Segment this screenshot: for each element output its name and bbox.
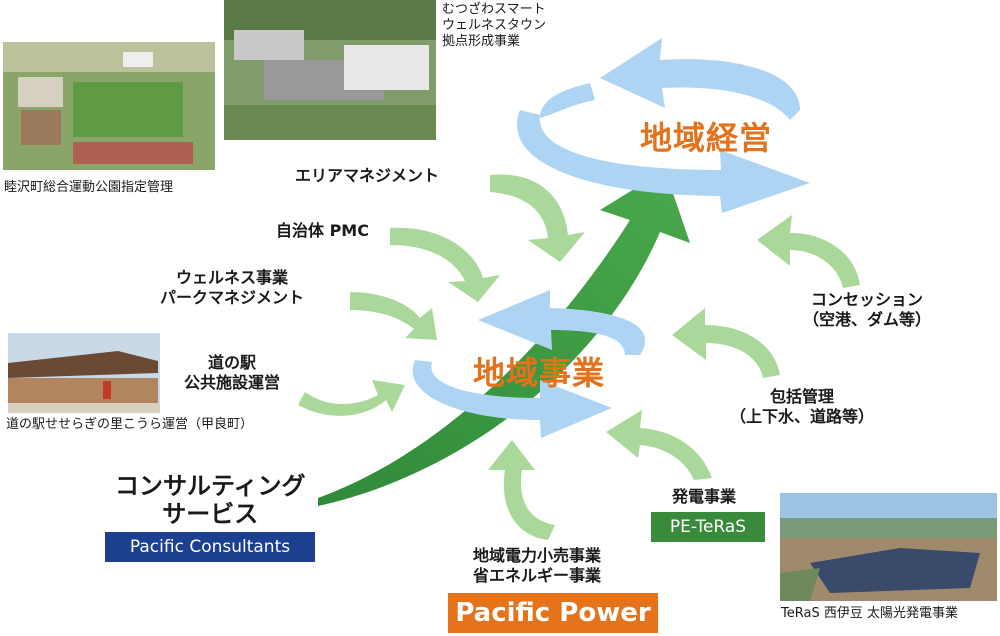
wellness-arrow (350, 292, 437, 340)
park-caption: 睦沢町総合運動公園指定管理 (4, 180, 174, 195)
smart-town-caption-line3: 拠点形成事業 (442, 34, 521, 49)
smart-town-caption: むつざわスマート ウェルネスタウン 拠点形成事業 (442, 2, 546, 50)
park-photo-image (3, 42, 215, 170)
power-generation-arrow (606, 410, 712, 480)
power-generation-label: 発電事業 (672, 487, 737, 506)
smart-town-caption-line2: ウェルネスタウン (442, 18, 547, 33)
roadside-station-label: 道の駅 公共施設運営 (184, 353, 280, 393)
management-loop-back (600, 38, 800, 120)
concession-label-line1: コンセッション (811, 290, 924, 309)
consulting-label-line2: サービス (162, 500, 259, 528)
management-core-label: 地域経営 (640, 119, 773, 157)
area-management-label: エリアマネジメント (295, 166, 440, 185)
input-arrows (298, 174, 860, 540)
wellness-label-line1: ウェルネス事業 (176, 268, 289, 287)
smart-town-image (224, 0, 436, 140)
municipal-pmc-label: 自治体 PMC (276, 221, 369, 240)
management-loop-front (516, 110, 810, 213)
comprehensive-label-line1: 包括管理 (770, 387, 835, 406)
comprehensive-management-label: 包括管理 （上下水、道路等） (730, 387, 874, 427)
consulting-label-line1: コンサルティング (115, 472, 306, 500)
growth-arrow (318, 170, 690, 506)
solar-caption: TeRaS 西伊豆 太陽光発電事業 (781, 606, 958, 621)
roadside-arrow (298, 380, 405, 416)
retail-power-line2: 省エネルギー事業 (473, 566, 602, 585)
consulting-label: コンサルティング サービス (115, 472, 306, 528)
solar-image (780, 493, 997, 601)
smart-town-caption-line1: むつざわスマート (442, 2, 546, 17)
concession-arrow (757, 215, 860, 288)
business-core-label: 地域事業 (473, 354, 606, 392)
management-cycle-arrows (516, 38, 810, 213)
business-loop-front (412, 360, 612, 438)
park-photo (3, 42, 215, 170)
pmc-arrow (390, 227, 500, 302)
pacific-consultants-badge: Pacific Consultants (105, 532, 315, 562)
retail-power-arrow (488, 440, 555, 540)
wellness-label: ウェルネス事業 パークマネジメント (160, 268, 304, 308)
comprehensive-label-line2: （上下水、道路等） (730, 407, 875, 426)
retail-power-line1: 地域電力小売事業 (473, 546, 602, 565)
solar-photo (780, 493, 997, 601)
wellness-label-line2: パークマネジメント (160, 288, 305, 307)
roadside-station-line1: 道の駅 (208, 353, 257, 372)
smart-town-photo (224, 0, 436, 140)
business-cycle-arrows (412, 290, 646, 438)
roadside-station-line2: 公共施設運営 (184, 373, 281, 392)
michinoeki-caption: 道の駅せせらぎの里こうら運営（甲良町） (6, 417, 254, 432)
concession-label-line2: （空港、ダム等） (803, 310, 932, 329)
comprehensive-arrow (672, 308, 780, 378)
management-loop-left (540, 83, 595, 118)
michinoeki-image (8, 333, 160, 413)
pe-teras-badge: PE-TeRaS (651, 512, 765, 542)
business-loop-back (478, 290, 646, 355)
michinoeki-photo (8, 333, 160, 413)
retail-power-label: 地域電力小売事業 省エネルギー事業 (473, 546, 601, 586)
concession-label: コンセッション （空港、ダム等） (803, 290, 931, 330)
area-management-arrow (490, 174, 585, 262)
pacific-power-badge: Pacific Power (448, 593, 658, 633)
